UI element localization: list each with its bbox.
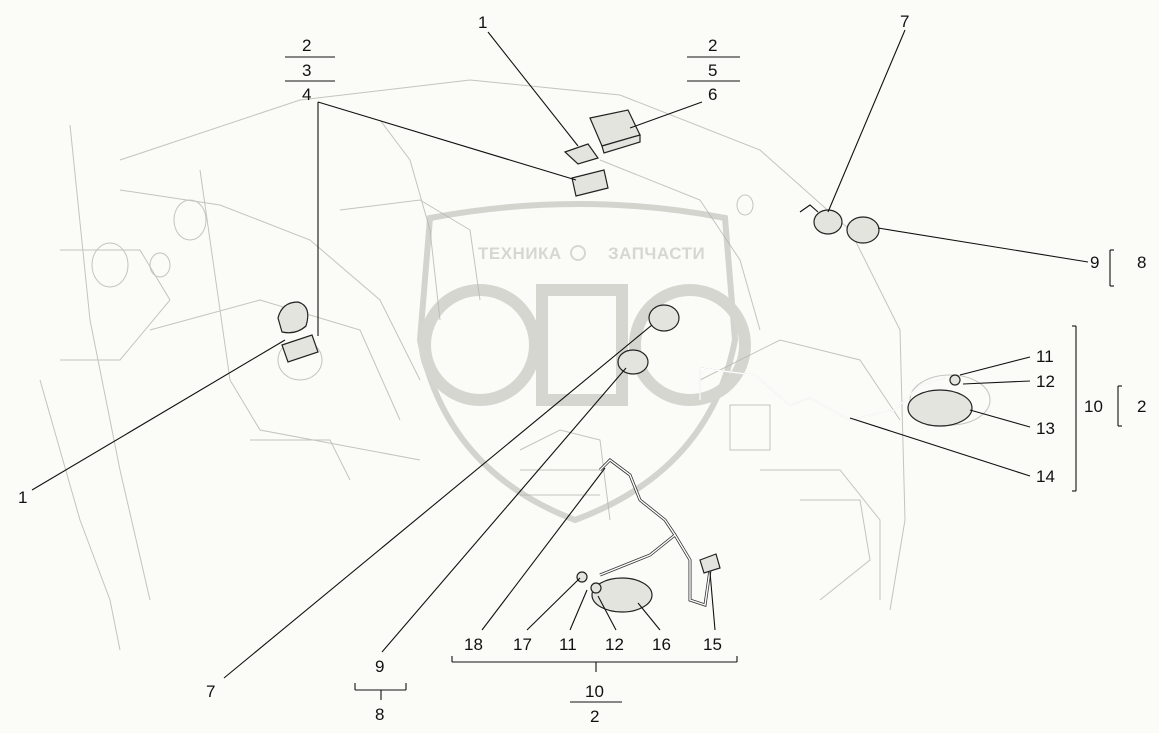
part-rear-lamp-bottom xyxy=(576,571,653,613)
callout-labels: 1 7 1 7 9 18 17 11 12 16 15 11 12 13 14 xyxy=(18,12,1055,701)
group-9-8-right-den: 8 xyxy=(1137,253,1146,272)
part-headlamp-center-lower xyxy=(617,349,649,375)
group-2-5-6-middle: 5 xyxy=(708,61,717,80)
group-9-8-bottom-den: 8 xyxy=(375,705,384,724)
wiring-harness-bottom xyxy=(598,458,712,607)
group-2-3-4-top: 2 xyxy=(302,36,311,55)
group-2-5-6-top: 2 xyxy=(708,36,717,55)
group-10-2-bottom-den: 2 xyxy=(590,707,599,726)
callout-11-bottom: 11 xyxy=(559,635,577,654)
watermark-right-text: ЗАПЧАСТИ xyxy=(608,244,705,263)
callout-14: 14 xyxy=(1036,467,1055,486)
callout-7-bottom: 7 xyxy=(206,682,215,701)
gear-icon xyxy=(570,245,586,261)
callout-9-bottom: 9 xyxy=(375,657,384,676)
part-lamp-left-housing xyxy=(277,301,309,334)
leader-lines xyxy=(31,29,1089,679)
part-relay-unit xyxy=(589,109,641,154)
part-headlamp-pair-right xyxy=(799,204,880,244)
part-switch-block-center xyxy=(571,169,609,197)
callout-15: 15 xyxy=(703,635,722,654)
group-2-3-4-bottom: 4 xyxy=(302,85,311,104)
callout-7-top: 7 xyxy=(900,12,909,31)
watermark-left-text: ТЕХНИКА xyxy=(478,244,562,263)
part-bracket-1 xyxy=(563,143,599,165)
callout-12-bottom: 12 xyxy=(605,635,624,654)
callout-1-top: 1 xyxy=(478,13,487,32)
group-2-3-4-middle: 3 xyxy=(302,61,311,80)
group-9-8-right-num: 9 xyxy=(1090,253,1099,272)
part-headlamp-center-upper xyxy=(648,304,680,332)
callout-17: 17 xyxy=(513,635,532,654)
group-10-2-right-den: 2 xyxy=(1137,397,1146,416)
callout-13: 13 xyxy=(1036,419,1055,438)
callout-1-left: 1 xyxy=(18,488,27,507)
tractor-background-drawing xyxy=(39,79,991,651)
group-bars xyxy=(285,56,1122,703)
callout-18: 18 xyxy=(464,635,483,654)
part-connector-15 xyxy=(699,553,721,574)
callout-16: 16 xyxy=(652,635,671,654)
watermark-logo: ТЕХНИКА ЗАПЧАСТИ xyxy=(416,201,751,524)
group-10-2-right-num: 10 xyxy=(1084,397,1103,416)
fraction-labels: 2 3 4 2 5 6 9 8 10 2 8 10 2 xyxy=(302,36,1146,726)
callout-11-right: 11 xyxy=(1036,347,1054,366)
callout-12-right: 12 xyxy=(1036,372,1055,391)
group-2-5-6-bottom: 6 xyxy=(708,85,717,104)
group-10-2-bottom-num: 10 xyxy=(585,682,604,701)
wiring-harness-right xyxy=(699,367,946,421)
part-switch-block-left xyxy=(281,334,319,363)
part-rear-lamp-right xyxy=(907,374,973,427)
